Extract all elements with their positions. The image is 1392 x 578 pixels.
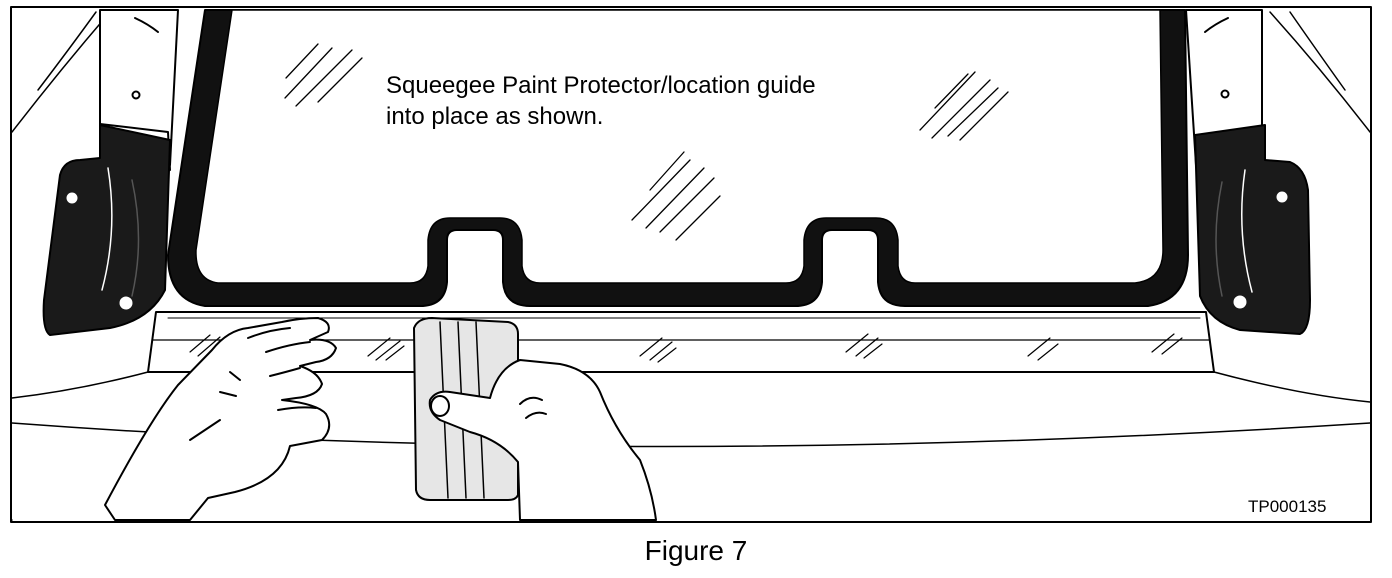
lower-body-lines (11, 371, 1371, 403)
drawing-code: TP000135 (1248, 497, 1327, 516)
left-mount-bracket (42, 124, 171, 336)
right-glass-mount-hole (846, 247, 868, 265)
instruction-callout: Squeegee Paint Protector/location guide … (386, 70, 816, 132)
film-hatch-marks (189, 333, 1183, 363)
left-hand (104, 317, 337, 521)
right-mount-bracket (1194, 124, 1311, 335)
instruction-line-2: into place as shown. (386, 103, 604, 130)
instruction-line-1: Squeegee Paint Protector/location guide (386, 72, 816, 99)
right-hand (428, 359, 657, 521)
left-glass-mount-hole (477, 247, 499, 265)
figure-caption: Figure 7 (644, 535, 748, 566)
glass-reflection-marks (284, 43, 1009, 241)
